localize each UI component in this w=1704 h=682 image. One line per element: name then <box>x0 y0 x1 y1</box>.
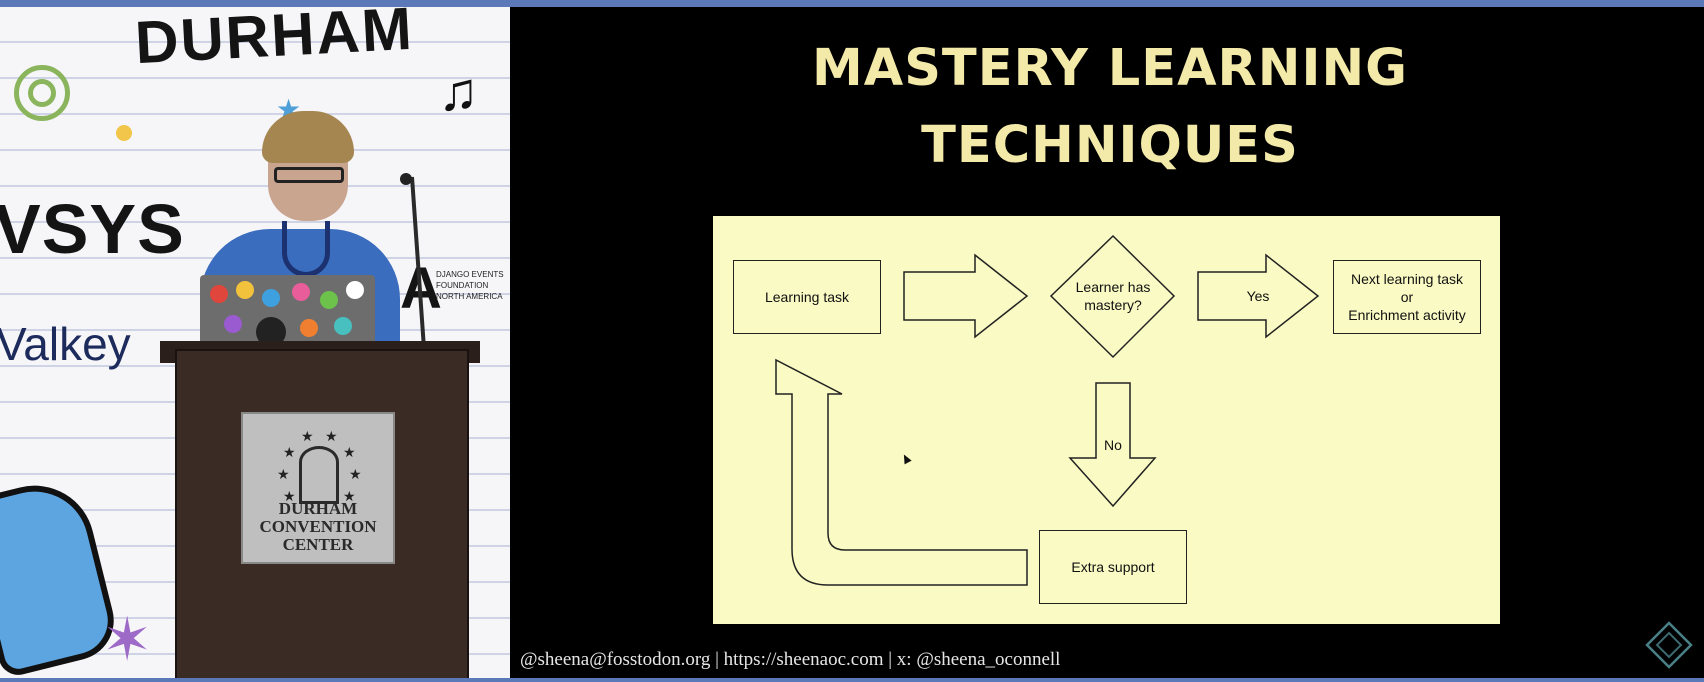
podium-plaque: ★ ★ ★ ★ ★ ★ ★ ★ DURHAM CONVENTION CENTER <box>241 412 395 564</box>
video-frame-top-border <box>0 0 1704 7</box>
arrow-right-icon <box>903 253 1029 339</box>
sticker-icon <box>262 289 280 307</box>
music-note-icon: ♫ <box>438 62 479 122</box>
arrow-down-icon <box>1068 382 1157 508</box>
flowchart-shapes <box>775 234 1320 586</box>
star-icon: ★ <box>349 466 362 482</box>
yes-label: Yes <box>1246 288 1270 304</box>
video-frame-bottom-border <box>0 678 1704 682</box>
sticker-icon <box>320 291 338 309</box>
sticker-icon <box>346 281 364 299</box>
star-icon: ★ <box>277 466 290 482</box>
building-icon <box>299 446 339 504</box>
extra-support-node: Extra support <box>1039 530 1187 604</box>
sticker-icon <box>292 283 310 301</box>
learning-task-node: Learning task <box>733 260 881 334</box>
podium-plaque-text: DURHAM CONVENTION CENTER <box>259 499 377 554</box>
sticker-icon <box>210 285 228 303</box>
arrow-return-icon <box>775 358 1028 586</box>
spiral-decoration <box>14 65 70 121</box>
arrow-right-icon <box>1197 253 1320 339</box>
star-icon: ★ <box>343 444 356 460</box>
slide-title: MASTERY LEARNING TECHNIQUES <box>811 39 1409 175</box>
decision-diamond <box>1049 234 1176 359</box>
decision-label: Learner has mastery? <box>1075 279 1151 313</box>
spiral-decoration-inner <box>28 79 56 107</box>
microphone-icon <box>400 173 412 185</box>
dot-decoration <box>116 125 132 141</box>
speaker-hair <box>262 111 354 163</box>
mastery-learning-flowchart: Learning task Learner has mastery? Yes N… <box>713 216 1500 624</box>
sticker-icon <box>236 281 254 299</box>
diamond-logo-icon <box>1645 621 1693 669</box>
next-task-node: Next learning task or Enrichment activit… <box>1333 260 1481 334</box>
banner-valkey-text: Valkey <box>0 318 131 370</box>
banner-vsys-text: VSYS <box>0 190 185 268</box>
sticker-icon <box>300 319 318 337</box>
star-icon: ★ <box>301 428 314 444</box>
lanyard <box>282 221 330 277</box>
banner-durham-text: DURHAM <box>133 7 416 77</box>
speaker-handles-footer: @sheena@fosstodon.org | https://sheenaoc… <box>520 649 1061 670</box>
star-icon: ★ <box>283 444 296 460</box>
star-icon: ★ <box>283 488 296 504</box>
no-label: No <box>1104 437 1122 453</box>
banner-sponsor-text: DJANGO EVENTS FOUNDATION NORTH AMERICA <box>436 270 504 301</box>
laptop <box>200 275 375 349</box>
star-icon: ✶ <box>102 606 153 673</box>
speaker-camera-feed: DURHAM ★ ♫ VSYS Valkey A DJANGO EVENTS F… <box>0 7 510 678</box>
star-icon: ★ <box>343 488 356 504</box>
sticker-icon <box>334 317 352 335</box>
sticker-icon <box>224 315 242 333</box>
star-icon: ★ <box>325 428 338 444</box>
glasses-icon <box>274 167 344 183</box>
